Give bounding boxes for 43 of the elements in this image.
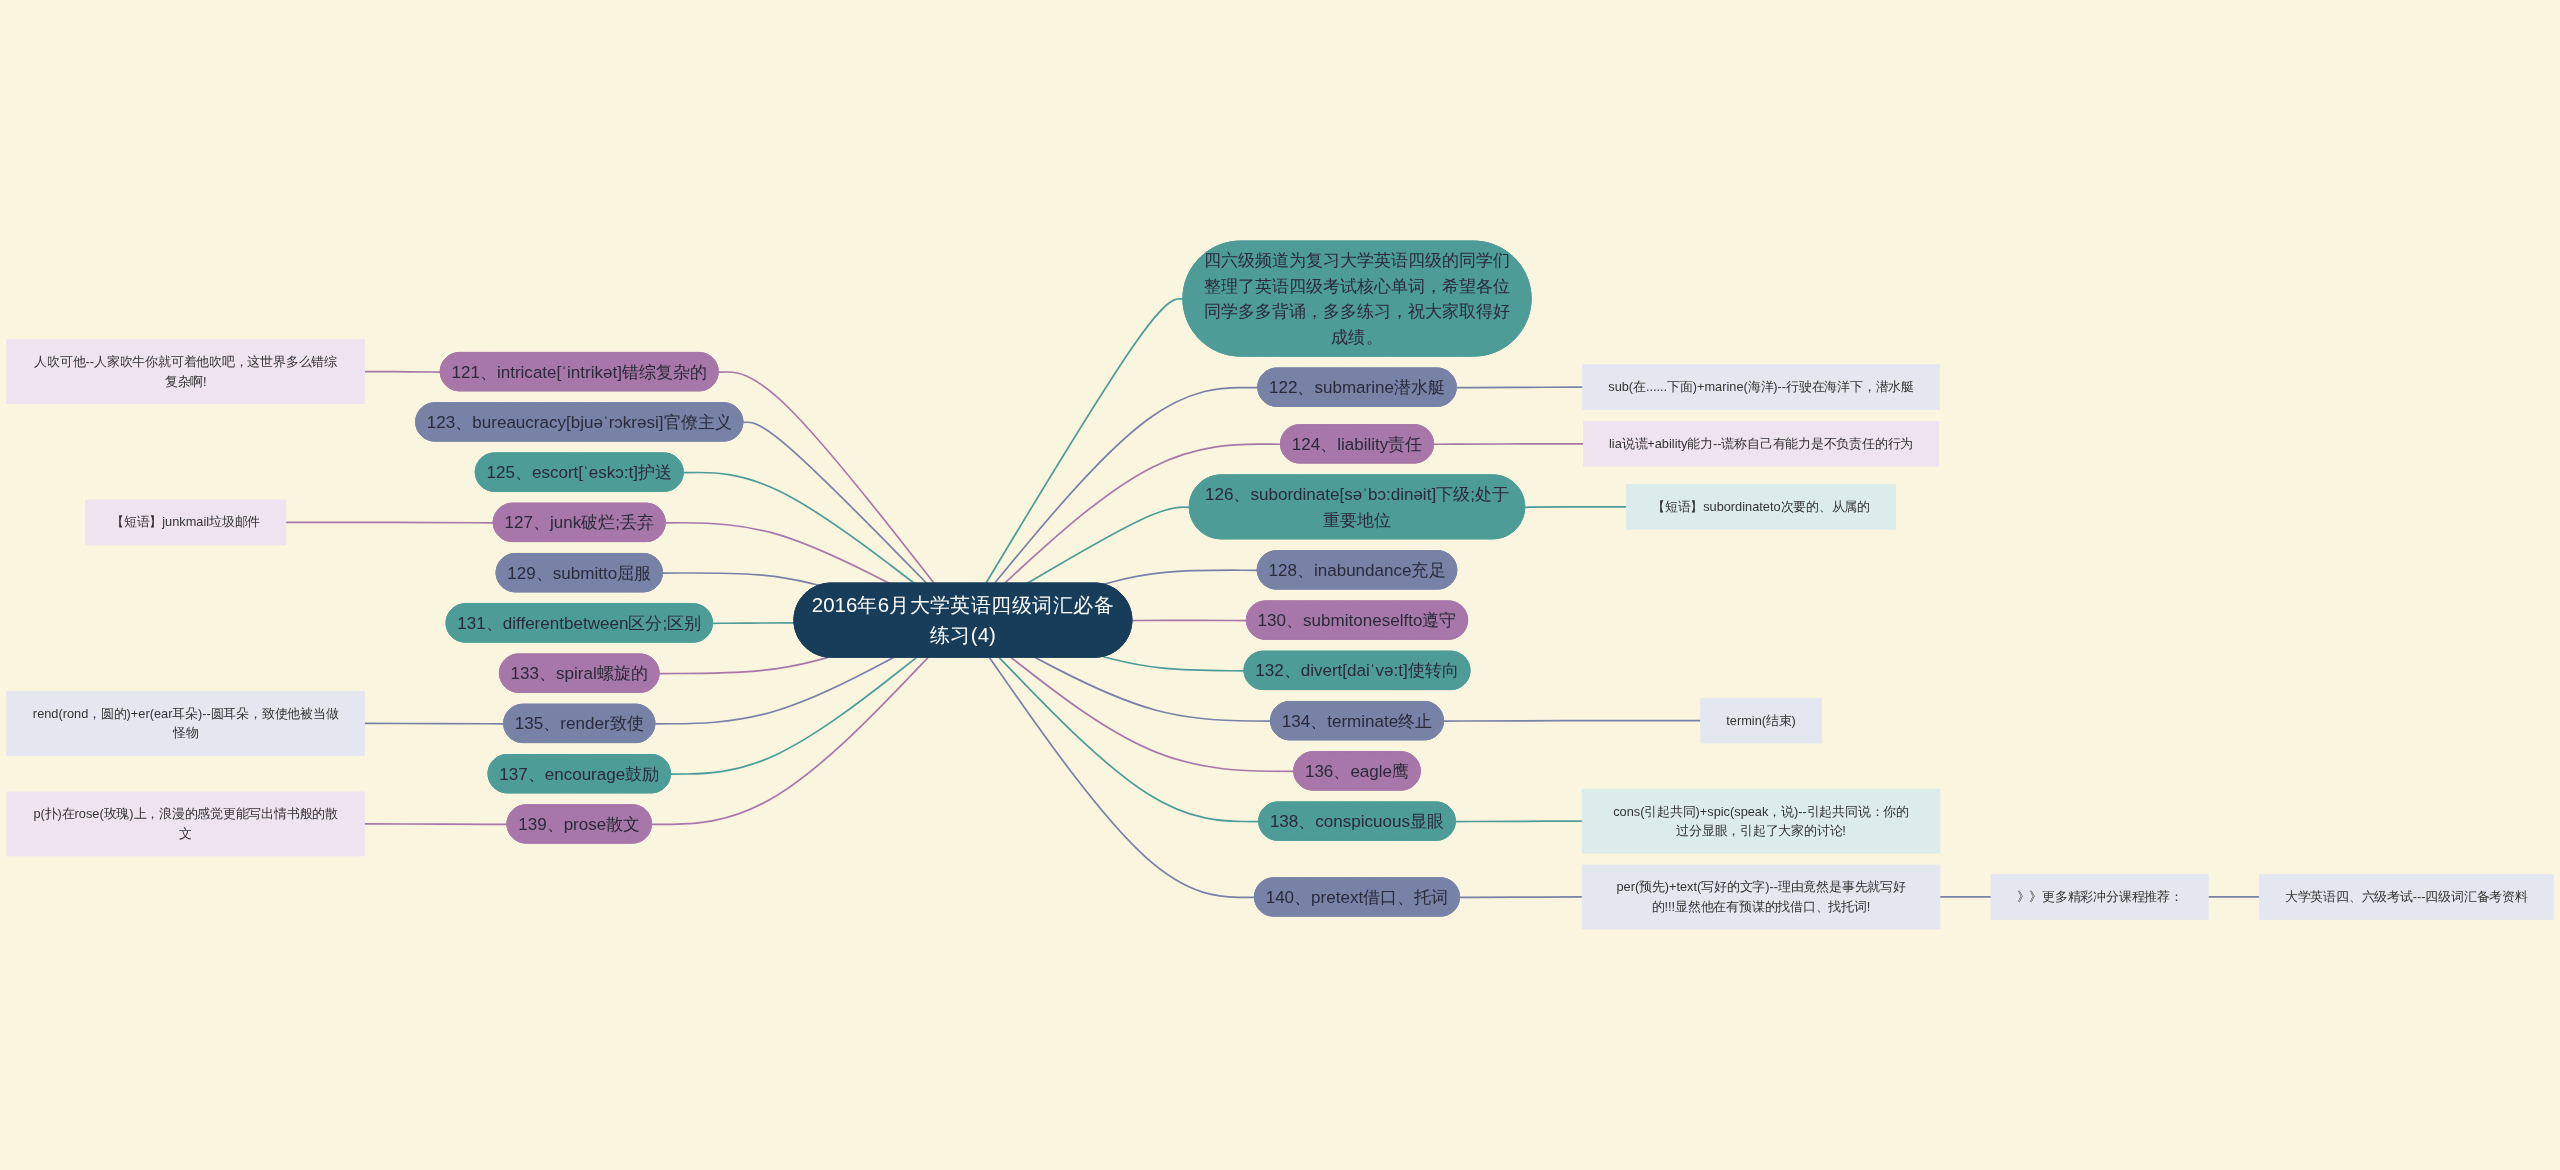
connector (363, 370, 442, 373)
connector (712, 622, 796, 625)
connector (1454, 820, 1583, 823)
node-box: 【短语】junkmail垃圾邮件 (85, 499, 287, 546)
node-box: sub(在......下面)+marine(海洋)--行驶在海洋下，潜水艇 (1582, 364, 1940, 410)
connector (1034, 656, 1272, 722)
node-box: 人吹可他--人家吹牛你就可着他吹吧，这世界多么错综复杂啊! (6, 339, 365, 404)
connector (1524, 506, 1628, 509)
connector (1433, 442, 1585, 446)
connector (1026, 506, 1191, 585)
connector (670, 656, 918, 775)
connector (363, 823, 509, 826)
connector (717, 371, 936, 585)
node-box: cons(引起共同)+spic(speak，说)--引起共同说：你的过分显眼，引起了大家的讨论! (1581, 788, 1941, 854)
connector (988, 656, 1256, 899)
node-box: 大学英语四、六级考试---四级词汇备考资料 (2258, 874, 2554, 920)
node-box: termin(结束) (1700, 697, 1822, 744)
connector (742, 421, 928, 585)
connector (1459, 896, 1583, 899)
connector (682, 471, 916, 585)
connector (284, 521, 495, 524)
connector (2207, 896, 2261, 898)
connector (1102, 569, 1259, 586)
connector (1003, 443, 1282, 585)
node-box: rend(rond，圆的)+er(ear耳朵)--圆耳朵，致使他被当做怪物 (6, 691, 365, 756)
connector (1443, 719, 1702, 722)
connector (1102, 655, 1246, 672)
node-box: lia说谎+ability能力--谎称自己有能力是不负责任的行为 (1582, 421, 1940, 467)
connector (998, 656, 1260, 823)
connector (1455, 386, 1584, 389)
connector (658, 656, 829, 675)
connector (651, 656, 929, 826)
connector (1939, 896, 1992, 898)
connector (664, 521, 891, 585)
connector (1131, 619, 1248, 622)
connector (984, 298, 1185, 585)
node-box: 【短语】subordinateto次要的、从属的 (1626, 484, 1896, 530)
connector (654, 656, 895, 725)
connector (363, 722, 505, 725)
node-box: per(预先)+text(写好的文字)--理由竟然是事先就写好的!!!显然他在有预谋的找借口、找托词! (1581, 864, 1941, 930)
connector (661, 572, 821, 587)
node-box: 》》更多精彩冲分课程推荐： (1990, 874, 2209, 920)
node-box: p(扑)在rose(玫瑰)上，浪漫的感觉更能写出情书般的散文 (6, 791, 365, 857)
